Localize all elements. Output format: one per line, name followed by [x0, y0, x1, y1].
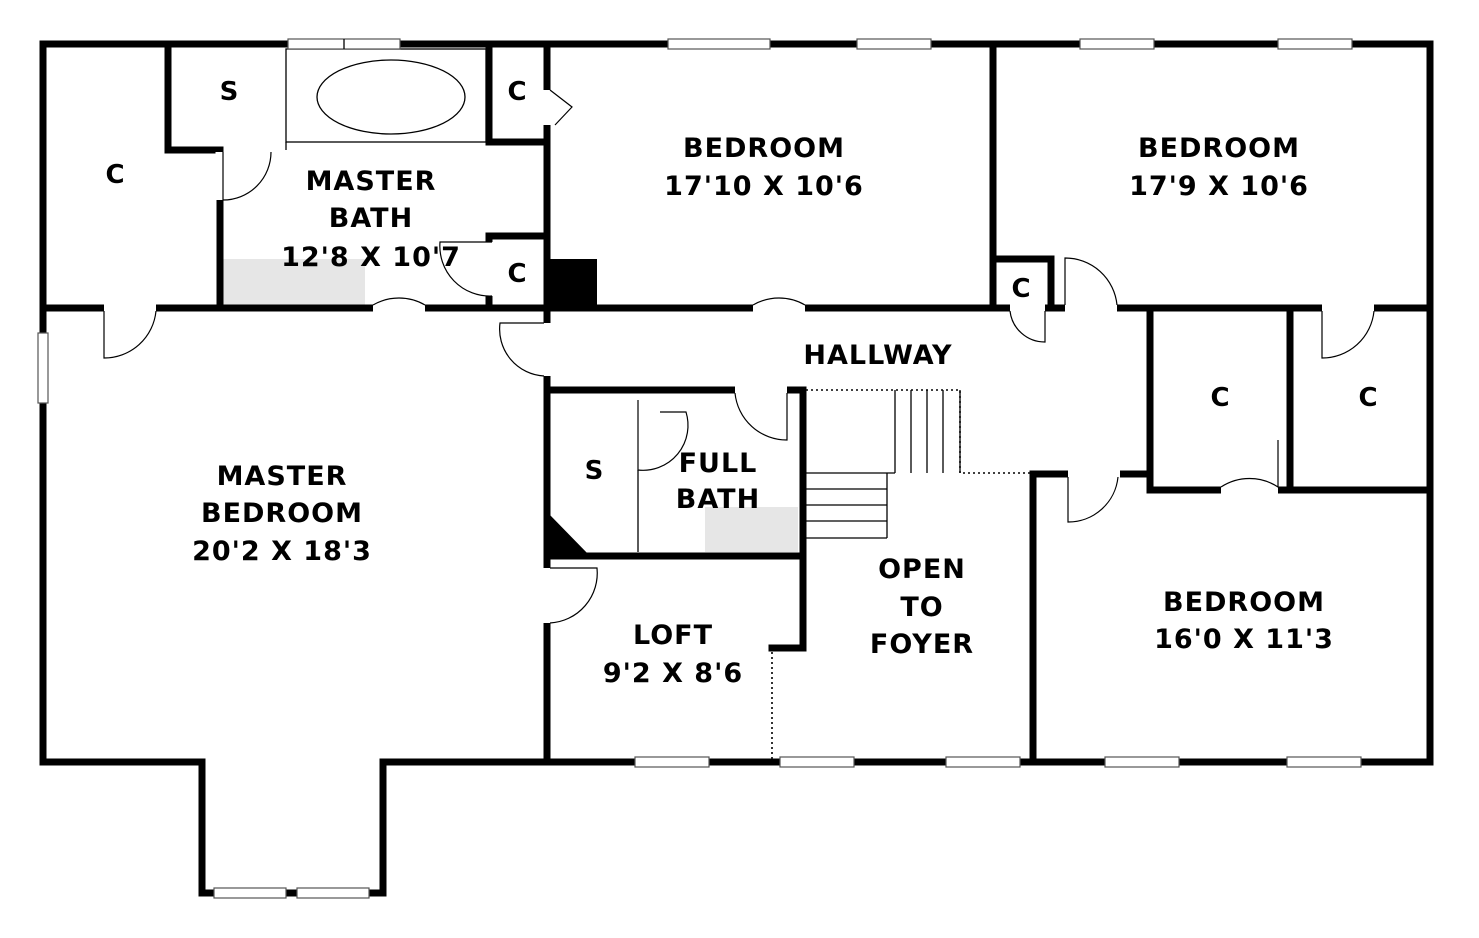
- master-bedroom-line1: MASTER: [217, 461, 348, 492]
- closet-label: C: [1210, 383, 1229, 413]
- closet-label: C: [105, 160, 124, 190]
- bedroom-3-name: BEDROOM: [1163, 587, 1325, 618]
- tub-basin: [316, 59, 466, 135]
- bathtub: [285, 48, 487, 143]
- full-bath-line2: BATH: [676, 484, 760, 515]
- room-labels: BEDROOM 17'10 X 10'6 BEDROOM 17'9 X 10'6…: [105, 77, 1377, 689]
- open-to-foyer-line3: FOYER: [870, 629, 974, 660]
- staircase: [771, 389, 1030, 760]
- full-bath-vanity: [705, 507, 798, 552]
- master-bedroom-size: 20'2 X 18'3: [192, 536, 372, 567]
- master-bath-size: 12'8 X 10'7: [281, 242, 461, 273]
- bedroom-3-size: 16'0 X 11'3: [1154, 624, 1334, 655]
- shower-label: S: [585, 456, 604, 486]
- closet-label: C: [507, 77, 526, 107]
- walls: [39, 40, 1434, 897]
- shower-label: S: [220, 77, 239, 107]
- master-bath-line2: BATH: [329, 203, 413, 234]
- open-to-foyer-line1: OPEN: [878, 554, 966, 585]
- chase-triangle: [549, 514, 590, 556]
- door-openings: [104, 90, 1374, 623]
- chase-block: [549, 259, 597, 307]
- closet-label: C: [1011, 274, 1030, 304]
- bedroom-1-size: 17'10 X 10'6: [664, 171, 864, 202]
- closet-label: C: [507, 259, 526, 289]
- bedroom-1-name: BEDROOM: [683, 133, 845, 164]
- windows: [37, 38, 1362, 899]
- closet-label: C: [1358, 383, 1377, 413]
- full-bath-line1: FULL: [679, 448, 758, 479]
- hallway-name: HALLWAY: [803, 340, 952, 371]
- master-bath-vanity: [222, 259, 365, 305]
- bedroom-2-size: 17'9 X 10'6: [1129, 171, 1309, 202]
- master-bedroom-line2: BEDROOM: [201, 498, 363, 529]
- door-swings: [103, 89, 1375, 624]
- loft-size: 9'2 X 8'6: [603, 658, 743, 689]
- bedroom-2-name: BEDROOM: [1138, 133, 1300, 164]
- open-to-foyer-line2: TO: [900, 592, 943, 623]
- loft-name: LOFT: [633, 620, 713, 651]
- master-bath-line1: MASTER: [306, 166, 437, 197]
